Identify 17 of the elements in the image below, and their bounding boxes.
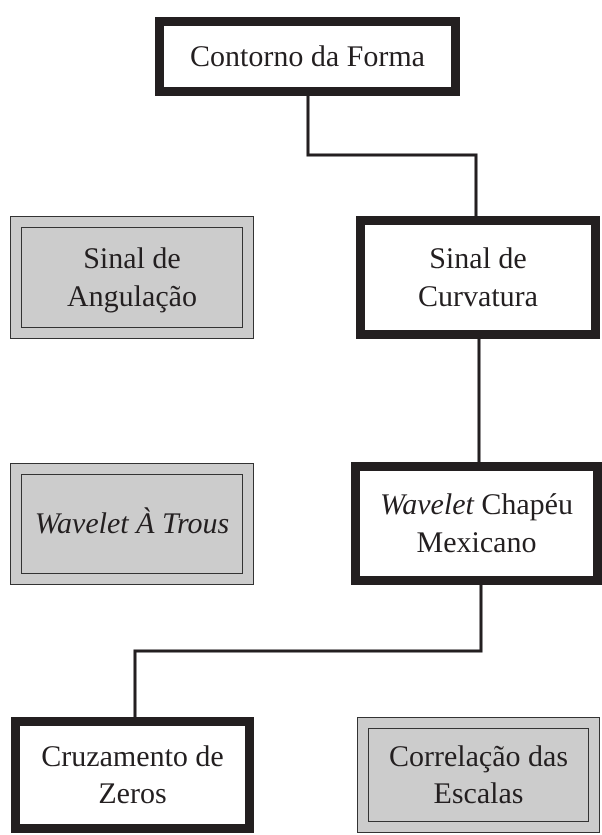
alternative-box [10,463,254,585]
alternative-box [10,216,254,339]
connector-line [478,339,480,462]
box-label: Correlação das Escalas [388,738,570,812]
box-label: Wavelet À Trous [34,506,230,542]
connector-line [306,96,478,216]
process-box [11,717,254,833]
process-box [155,17,460,96]
process-box [356,216,600,339]
connector-line [134,585,482,717]
box-label: Wavelet Chapéu Mexicano [379,487,574,560]
alternative-box [357,717,600,833]
box-label: Sinal de Curvatura [417,241,539,314]
process-box [351,462,602,585]
box-label: Cruzamento de Zeros [40,738,225,812]
box-label: Contorno da Forma [190,38,425,75]
box-label: Sinal de Angulação [66,241,198,314]
